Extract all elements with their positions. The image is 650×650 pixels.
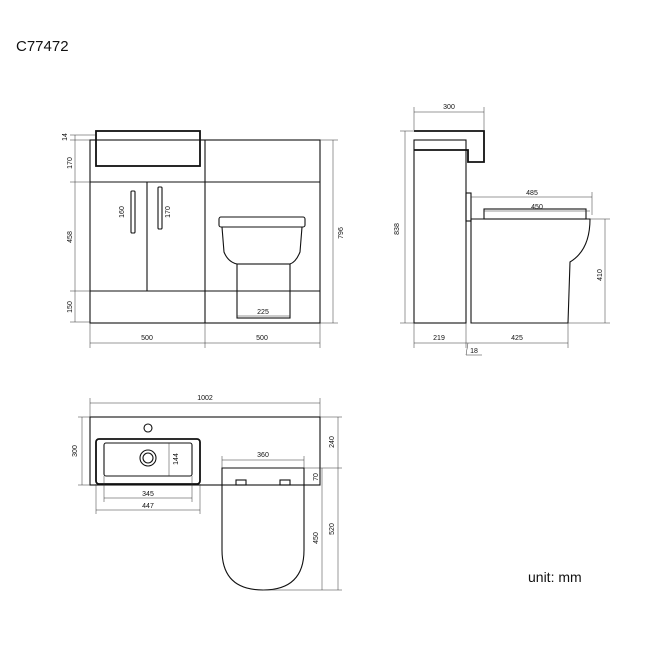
plan-pan <box>221 467 305 591</box>
dim-top: 14 <box>62 133 69 141</box>
dim-plan-total-width: 1002 <box>197 395 213 402</box>
dim-basin-height: 170 <box>67 157 74 169</box>
dim-pan-depth: 485 <box>526 190 538 197</box>
dim-unit-depth: 240 <box>329 436 336 448</box>
plan-unit <box>89 416 321 486</box>
dim-side-total: 838 <box>394 223 401 235</box>
dim-door-height: 458 <box>67 231 74 243</box>
plan-view: 1002 300 144 345 447 360 70 450 520 240 <box>72 395 342 591</box>
plan-basin <box>95 438 201 485</box>
dim-right-width: 500 <box>256 335 268 342</box>
waste-outer <box>139 449 157 467</box>
dim-plan-depth: 300 <box>72 445 79 457</box>
side-elevation: 300 838 485 450 410 219 425 18 <box>394 104 610 356</box>
product-code: C77472 <box>16 38 69 55</box>
dim-gap: 18 <box>470 348 478 355</box>
dim-plinth: 150 <box>67 301 74 313</box>
side-basin <box>414 130 485 163</box>
side-toilet <box>470 208 591 324</box>
dim-total-height: 796 <box>338 227 345 239</box>
front-elevation: 14 170 458 150 796 500 500 225 160 170 <box>62 130 345 348</box>
dim-front-depth: 425 <box>511 335 523 342</box>
waste-inner <box>142 452 154 464</box>
dim-basin-outer: 447 <box>142 503 154 510</box>
tap-hole <box>143 423 153 433</box>
dim-seat-depth: 450 <box>531 204 543 211</box>
side-unit <box>413 139 467 324</box>
dim-pan-height: 410 <box>597 269 604 281</box>
dim-basin-width: 345 <box>142 491 154 498</box>
dim-pan-width: 360 <box>257 452 269 459</box>
dim-basin-inner: 144 <box>173 453 180 465</box>
dim-pan-total: 520 <box>329 523 336 535</box>
door-handle-right <box>157 186 163 230</box>
dim-pan-base: 225 <box>257 309 269 316</box>
front-toilet <box>218 216 306 319</box>
front-basin <box>95 130 201 167</box>
door-handle-left <box>130 190 136 234</box>
dim-handle-left: 160 <box>119 206 126 218</box>
unit-label: unit: mm <box>528 569 582 585</box>
dim-left-width: 500 <box>141 335 153 342</box>
dim-cistern-depth: 300 <box>443 104 455 111</box>
dim-back-depth: 219 <box>433 335 445 342</box>
dim-overhang: 70 <box>313 473 320 481</box>
dim-pan-length: 450 <box>313 532 320 544</box>
dim-handle-right: 170 <box>165 206 172 218</box>
